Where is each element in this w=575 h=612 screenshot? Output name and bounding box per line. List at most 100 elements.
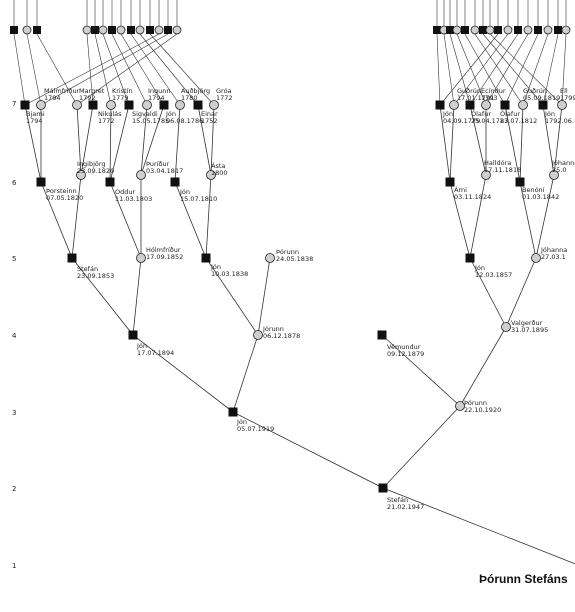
person-date: 17.07.1894 [137,349,174,357]
parent-link [109,181,142,259]
male-marker [36,177,46,187]
person-date: 17.09.1852 [146,253,183,261]
female-marker [549,170,559,180]
parent-link [36,33,78,106]
male-marker [124,100,134,110]
person-node-johanna6: Jóhanna25.0 [549,159,575,180]
ancestor-female-marker [172,25,182,35]
parent-link [436,33,441,106]
female-marker [253,330,263,340]
ancestor-male-marker [127,26,135,34]
parent-link [71,257,134,336]
person-date: 11.03.1803 [115,195,152,203]
parent-link [449,181,471,259]
person-name: Ólafur [471,109,491,118]
parent-link [86,33,94,106]
male-marker [228,407,238,417]
person-name: Ingunn [148,87,171,95]
male-marker [377,330,387,340]
parent-link [489,33,563,106]
person-name: Jón [544,110,555,118]
parent-link [459,326,507,407]
female-marker [206,170,216,180]
parent-link [439,104,451,183]
female-marker [481,170,491,180]
person-name: Jón [236,418,247,426]
generation-label-6: 6 [12,179,17,187]
person-name: Sigvaldi [132,110,158,118]
female-marker [265,253,275,263]
ancestor-male-marker [91,26,99,34]
person-name: Halldóra [484,159,511,167]
male-marker [538,100,548,110]
ancestor-female-marker [470,25,480,35]
person-date: 09.12.1879 [387,350,424,358]
parent-link [139,33,199,106]
person-name: Jón [474,264,485,272]
male-marker [465,100,475,110]
male-marker [515,177,525,187]
parent-link [109,104,130,183]
person-name: Árni [454,185,467,194]
person-name: Kristín [112,87,133,95]
female-marker [142,100,152,110]
parent-link [519,181,537,259]
person-date: 17.11.1818 [484,166,521,174]
person-date: 17.01.1791 [457,94,494,102]
parent-link [505,257,537,328]
parent-link [553,104,563,176]
ancestor-male-marker [146,26,154,34]
chart-title: Þórunn Stefáns [479,572,568,586]
generation-label-5: 5 [12,255,16,263]
person-date: 27.03.1 [541,253,566,261]
parent-link [449,104,455,183]
parent-link [24,33,160,106]
person-date: 05.09.1819 [523,94,560,102]
person-date: 06.12.1878 [263,332,300,340]
male-marker [193,100,203,110]
person-name: Þórunn [276,248,299,256]
person-date: 21.02.1947 [387,503,424,511]
person-date: 1799 [560,94,575,102]
parent-link [469,257,507,328]
parent-link [382,405,461,489]
generation-label-1: 1 [12,562,16,570]
ancestor-female-marker [116,25,126,35]
person-name: Oddur [115,188,135,196]
parent-link [469,174,487,259]
person-date: 06.08.1786 [166,117,203,125]
person-name: Málmfríður [44,87,80,95]
person-date: 1792 [79,94,96,102]
parent-link [535,174,555,259]
generation-label-3: 3 [12,409,16,417]
parent-link [111,33,148,106]
person-name: Jóhanna [540,246,567,254]
parent-link [482,33,544,106]
person-date: 1794 [148,94,165,102]
male-marker [201,253,211,263]
parent-link [443,33,455,106]
parent-link [453,33,509,106]
ancestor-male-marker [479,26,487,34]
person-date: 1800 [211,169,228,177]
